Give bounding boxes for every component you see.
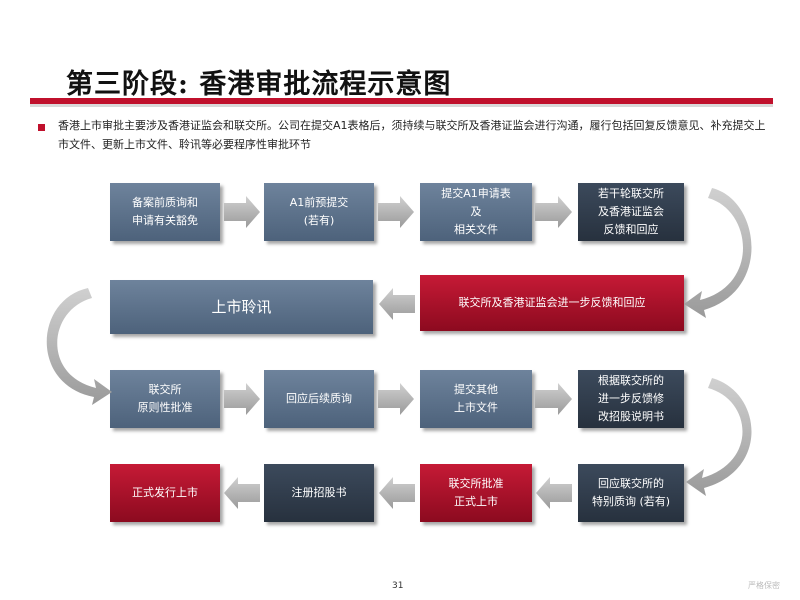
step-listing-hearing: 上市聆讯 xyxy=(110,280,373,334)
description-text: 香港上市审批主要涉及香港证监会和联交所。公司在提交A1表格后，须持续与联交所及香… xyxy=(58,119,766,151)
u-turn-arrow-icon xyxy=(46,288,112,405)
arrow-left-icon xyxy=(379,288,415,320)
step-respond-inquiries: 回应后续质询 xyxy=(264,370,374,428)
step-feedback-rounds: 若干轮联交所 及香港证监会 反馈和回应 xyxy=(578,183,684,241)
arrow-left-icon xyxy=(224,477,260,509)
step-a1-pre-submission: A1前预提交 (若有) xyxy=(264,183,374,241)
title-divider-shadow xyxy=(30,104,773,107)
step-register-prospectus: 注册招股书 xyxy=(264,464,374,522)
arrow-right-icon xyxy=(535,196,572,228)
step-special-inquiries: 回应联交所的 特别质询 (若有) xyxy=(578,464,684,522)
arrow-right-icon xyxy=(378,196,414,228)
arrow-right-icon xyxy=(535,383,572,415)
arrow-right-icon xyxy=(378,383,414,415)
bullet-icon xyxy=(38,124,45,131)
step-formal-listing: 正式发行上市 xyxy=(110,464,220,522)
u-turn-arrow-icon xyxy=(686,378,752,496)
arrow-right-icon xyxy=(224,383,260,415)
page-number: 31 xyxy=(392,581,404,591)
confidential-mark: 严格保密 xyxy=(748,581,780,590)
arrow-left-icon xyxy=(379,477,415,509)
step-pre-filing-inquiry: 备案前质询和 申请有关豁免 xyxy=(110,183,220,241)
u-turn-arrow-icon xyxy=(684,188,752,318)
arrow-right-icon xyxy=(224,196,260,228)
step-submit-a1: 提交A1申请表 及 相关文件 xyxy=(420,183,532,241)
step-further-feedback: 联交所及香港证监会进一步反馈和回应 xyxy=(420,275,684,331)
step-approval-in-principle: 联交所 原则性批准 xyxy=(110,370,220,428)
title-divider xyxy=(30,98,773,104)
step-listing-approval: 联交所批准 正式上市 xyxy=(420,464,532,522)
arrow-left-icon xyxy=(536,477,572,509)
step-revise-prospectus: 根据联交所的 进一步反馈修 改招股说明书 xyxy=(578,370,684,428)
slide-title: 第三阶段: 香港审批流程示意图 xyxy=(66,69,452,100)
step-submit-other-docs: 提交其他 上市文件 xyxy=(420,370,532,428)
